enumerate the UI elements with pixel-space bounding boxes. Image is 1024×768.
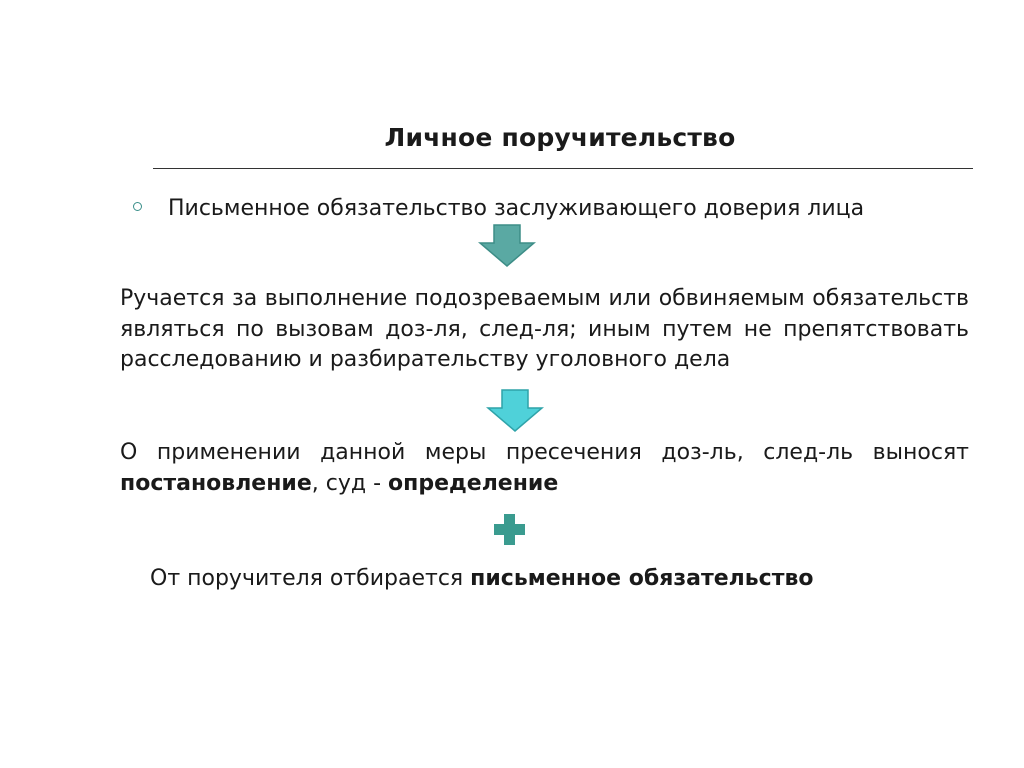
final-statement: От поручителя отбирается письменное обяз… — [150, 566, 813, 591]
paragraph-decision-text: О применении данной меры пресечения доз-… — [120, 440, 969, 465]
slide-title: Личное поручительство — [384, 123, 736, 152]
paragraph-decision-text-2: , суд - — [311, 470, 389, 496]
paragraph-decision: О применении данной меры пресечения доз-… — [120, 438, 969, 499]
bullet-circle-icon — [133, 202, 142, 211]
down-arrow-icon — [486, 389, 544, 432]
ruling-keyword: определение — [388, 470, 559, 496]
bullet-item: Письменное обязательство заслуживающего … — [133, 196, 864, 221]
written-obligation-keyword: письменное обязательство — [470, 566, 814, 591]
bullet-text: Письменное обязательство заслуживающего … — [168, 196, 865, 221]
title-divider — [153, 168, 973, 169]
decree-keyword: постановление — [120, 470, 312, 496]
plus-icon — [494, 514, 525, 545]
down-arrow-icon — [478, 224, 536, 267]
paragraph-guarantee: Ручается за выполнение подозреваемым или… — [120, 286, 969, 372]
final-text: От поручителя отбирается — [150, 566, 471, 591]
